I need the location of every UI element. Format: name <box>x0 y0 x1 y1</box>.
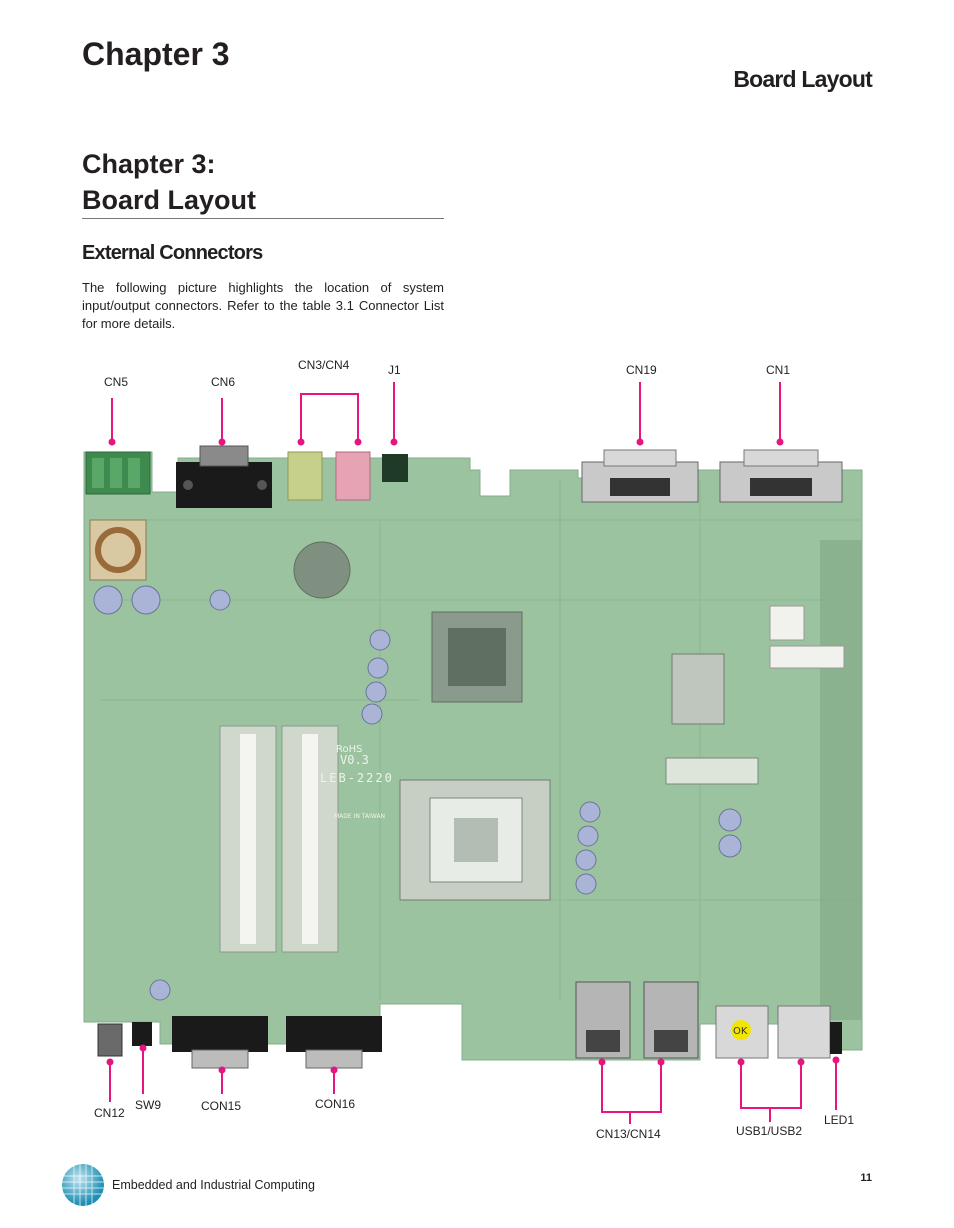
label-cn5: CN5 <box>104 375 129 389</box>
label-cn12: CN12 <box>94 1106 125 1120</box>
board-version-marking: V0.3 <box>340 753 369 767</box>
chapter-title-line1: Chapter 3: <box>82 149 216 179</box>
con16-serial-connector <box>286 1016 382 1052</box>
label-j1: J1 <box>388 363 401 377</box>
cn4-audio-jack <box>335 451 371 501</box>
cn12-connector <box>97 1023 123 1057</box>
footer-text: Embedded and Industrial Computing <box>112 1178 315 1192</box>
label-led1: LED1 <box>824 1113 855 1127</box>
cn3-audio-jack <box>287 451 323 501</box>
ok-sticker-text: OK <box>733 1026 748 1037</box>
bottom-callout-dots <box>106 1044 840 1074</box>
top-callout-dots <box>108 438 784 446</box>
label-cn1: CN1 <box>766 363 791 377</box>
led1 <box>830 1022 842 1054</box>
label-cn19: CN19 <box>626 363 657 377</box>
header-section-title: Board Layout <box>733 66 872 92</box>
board-model-marking: LEB-2220 <box>320 771 394 785</box>
label-cn6: CN6 <box>211 375 236 389</box>
label-con16: CON16 <box>315 1097 356 1111</box>
sw9-switch <box>132 1022 152 1046</box>
j1-header <box>382 454 408 482</box>
label-usb1-usb2: USB1/USB2 <box>736 1124 803 1138</box>
pcb-board <box>83 451 863 1061</box>
company-logo-icon <box>62 1164 104 1206</box>
ok-sticker <box>731 1020 751 1040</box>
usb2-port <box>777 1005 831 1059</box>
label-cn13-cn14: CN13/CN14 <box>596 1127 661 1141</box>
rohs-marking: RoHS <box>336 744 362 755</box>
label-con15: CON15 <box>201 1099 242 1113</box>
chapter-title-line2: Board Layout <box>82 185 257 215</box>
label-cn3-cn4: CN3/CN4 <box>298 358 350 372</box>
chapter-title: Chapter 3: Board Layout <box>82 146 444 219</box>
section-heading: External Connectors <box>82 242 263 264</box>
bottom-callouts <box>109 1048 837 1124</box>
con15-serial-connector <box>172 1016 268 1052</box>
label-sw9: SW9 <box>135 1098 162 1112</box>
chapter-header: Chapter 3 <box>82 36 230 72</box>
intro-paragraph: The following picture highlights the loc… <box>82 280 444 331</box>
made-in-marking: MADE IN TAIWAN <box>334 813 385 820</box>
page-number: 11 <box>860 1172 872 1184</box>
top-callouts <box>111 382 781 442</box>
